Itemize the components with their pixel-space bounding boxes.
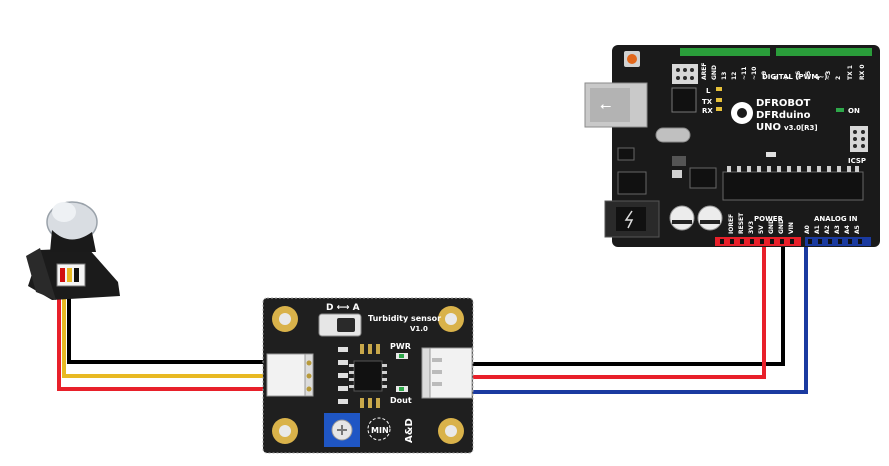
crystal xyxy=(655,127,691,143)
mounting-holes xyxy=(272,306,464,444)
digital-header-label: DIGITAL (PWM~) xyxy=(762,73,827,81)
min-arrow-icon xyxy=(367,417,391,441)
pin-label: RX 0 xyxy=(859,64,866,80)
pin-label: ~3 xyxy=(825,71,832,80)
analog-pin-label: A0 xyxy=(804,225,811,234)
version-main-label: UNO xyxy=(756,122,781,133)
arduino-uno-board: AREF GND 13 12 ~11 ~10 ~9 8 7 ~6 ~5 4 ~3… xyxy=(584,45,880,247)
on-label: ON xyxy=(848,107,860,115)
op-amp-chip xyxy=(349,360,387,392)
vcc-red-wire xyxy=(440,244,766,379)
pwr-label: PWR xyxy=(390,342,411,351)
analog-pin-label: A5 xyxy=(854,225,861,234)
pin-label: ~10 xyxy=(751,67,758,80)
probe-red-wire xyxy=(57,290,305,391)
usb-chip xyxy=(671,87,697,113)
pin-label: ~5 xyxy=(805,71,812,80)
pin-label: TX 1 xyxy=(847,65,854,80)
usb-port: ⭠ xyxy=(584,82,648,128)
dout-label: Dout xyxy=(390,396,412,405)
turbidity-sensor-board: D ⟷ A Turbidity sensor V1.0 xyxy=(262,297,474,454)
switch-label: D ⟷ A xyxy=(326,303,360,313)
pin-label: GND xyxy=(711,65,718,80)
sensor-title: Turbidity sensor xyxy=(368,314,441,323)
power-pin-label: GND xyxy=(778,219,785,234)
usb-icon: ⭠ xyxy=(600,98,611,114)
power-pin-label: IOREF xyxy=(728,214,735,234)
probe-connector xyxy=(266,353,314,397)
signal-blue-wire xyxy=(440,244,808,394)
gnd-black-wire xyxy=(440,244,785,366)
min-label: MIN xyxy=(371,426,389,435)
dfrobot-gear-icon xyxy=(731,102,753,124)
atmega-chip xyxy=(722,171,864,201)
pin-label: 12 xyxy=(731,72,738,80)
pin-label: ~11 xyxy=(741,67,748,80)
top-pin-labels: AREF GND 13 12 ~11 ~10 ~9 8 7 ~6 ~5 4 ~3… xyxy=(701,63,866,80)
led-rx-label: RX xyxy=(702,107,713,115)
pin-label: AREF xyxy=(701,63,708,80)
icsp-label: ICSP xyxy=(848,157,866,165)
digital-header xyxy=(680,48,872,56)
turbidity-probe xyxy=(26,201,120,300)
led-l-label: L xyxy=(706,87,711,95)
capacitors xyxy=(669,205,723,231)
probe-black-wire xyxy=(67,290,305,364)
output-connector xyxy=(421,347,473,399)
pin-label: 13 xyxy=(721,72,728,80)
version-sub-label: v3.0[R3] xyxy=(784,124,818,132)
smd-components xyxy=(338,344,380,408)
brand-label: DFROBOT xyxy=(756,98,810,109)
pin-label: ~9 xyxy=(761,71,768,80)
icsp-header xyxy=(850,126,868,152)
pin-label: 4 xyxy=(815,76,822,80)
power-pin-label: GND xyxy=(768,219,775,234)
power-header xyxy=(715,237,801,246)
power-pin-label: RESET xyxy=(738,212,745,234)
analog-header-label: ANALOG IN xyxy=(814,215,858,223)
on-led xyxy=(836,108,844,112)
led-tx-label: TX xyxy=(702,98,713,106)
analog-pin-label: A4 xyxy=(844,225,851,234)
power-header-label: POWER xyxy=(754,215,784,223)
pin-label: ~6 xyxy=(795,71,802,80)
analog-pin-label: A1 xyxy=(814,225,821,234)
power-pin-label: 3V3 xyxy=(748,221,755,234)
model-label: DFRduino xyxy=(756,110,811,121)
wires xyxy=(57,244,808,394)
analog-pin-label: A2 xyxy=(824,225,831,234)
ad-logo: A&D xyxy=(404,418,415,443)
pin-label: 8 xyxy=(773,76,780,80)
pin-label: 7 xyxy=(785,76,792,80)
analog-pin-label: A3 xyxy=(834,225,841,234)
probe-yellow-wire xyxy=(62,290,305,378)
sensor-version: V1.0 xyxy=(410,325,428,333)
pin-label: 2 xyxy=(835,76,842,80)
power-pin-label: 5V xyxy=(758,225,765,234)
power-pin-label: VIN xyxy=(788,222,795,234)
power-jack xyxy=(604,200,660,238)
